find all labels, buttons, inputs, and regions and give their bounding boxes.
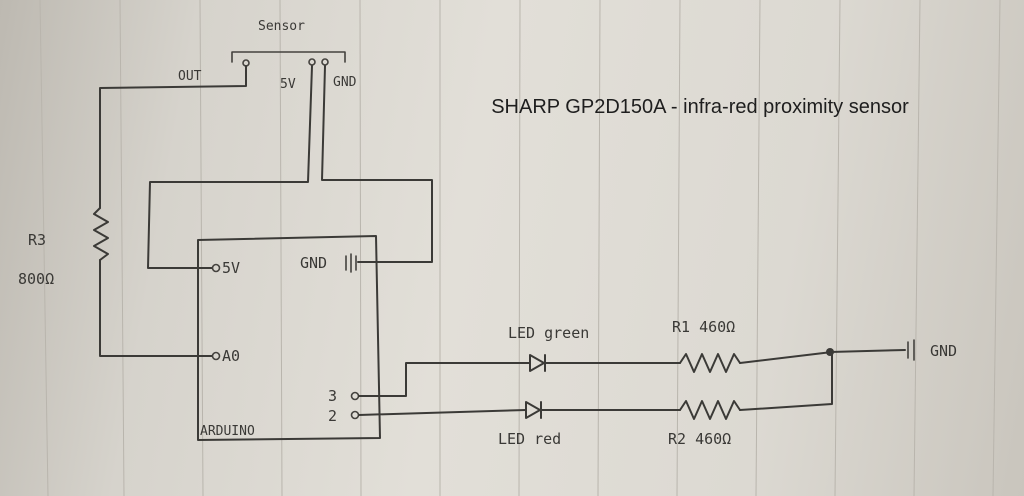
sensor-pin-5v: 5V [280, 77, 296, 92]
led-green-branch: LED green R1 460Ω [358, 318, 833, 397]
led-red-label: LED red [498, 430, 561, 448]
diagram-title: SHARP GP2D150A - infra-red proximity sen… [491, 96, 909, 118]
resistor-r3: R3 800Ω [18, 207, 213, 357]
sensor-wires [99, 65, 433, 269]
ruled-lines [39, 0, 1001, 496]
ground-label: GND [930, 342, 957, 360]
arduino-pin-5v: 5V [222, 259, 240, 277]
resistor-r3-value: 800Ω [18, 270, 54, 288]
arduino: 5V GND A0 3 2 ARDUINO [197, 235, 381, 441]
arduino-pin-3: 3 [328, 387, 337, 405]
arduino-pin-2: 2 [328, 407, 337, 425]
ground-node: GND [826, 339, 957, 361]
arduino-pin-gnd: GND [300, 254, 327, 272]
resistor-r2-label: R2 460Ω [668, 430, 731, 448]
sensor: Sensor OUT 5V GND [178, 19, 357, 92]
sensor-pin-gnd: GND [333, 75, 357, 90]
led-red-branch: LED red R2 460Ω [358, 351, 833, 448]
resistor-r3-name: R3 [28, 231, 46, 249]
sensor-label: Sensor [258, 19, 305, 34]
resistor-r1-label: R1 460Ω [672, 318, 735, 336]
arduino-label: ARDUINO [200, 424, 255, 439]
sensor-pin-out: OUT [178, 69, 202, 84]
led-green-label: LED green [508, 324, 589, 342]
arduino-pin-a0: A0 [222, 347, 240, 365]
